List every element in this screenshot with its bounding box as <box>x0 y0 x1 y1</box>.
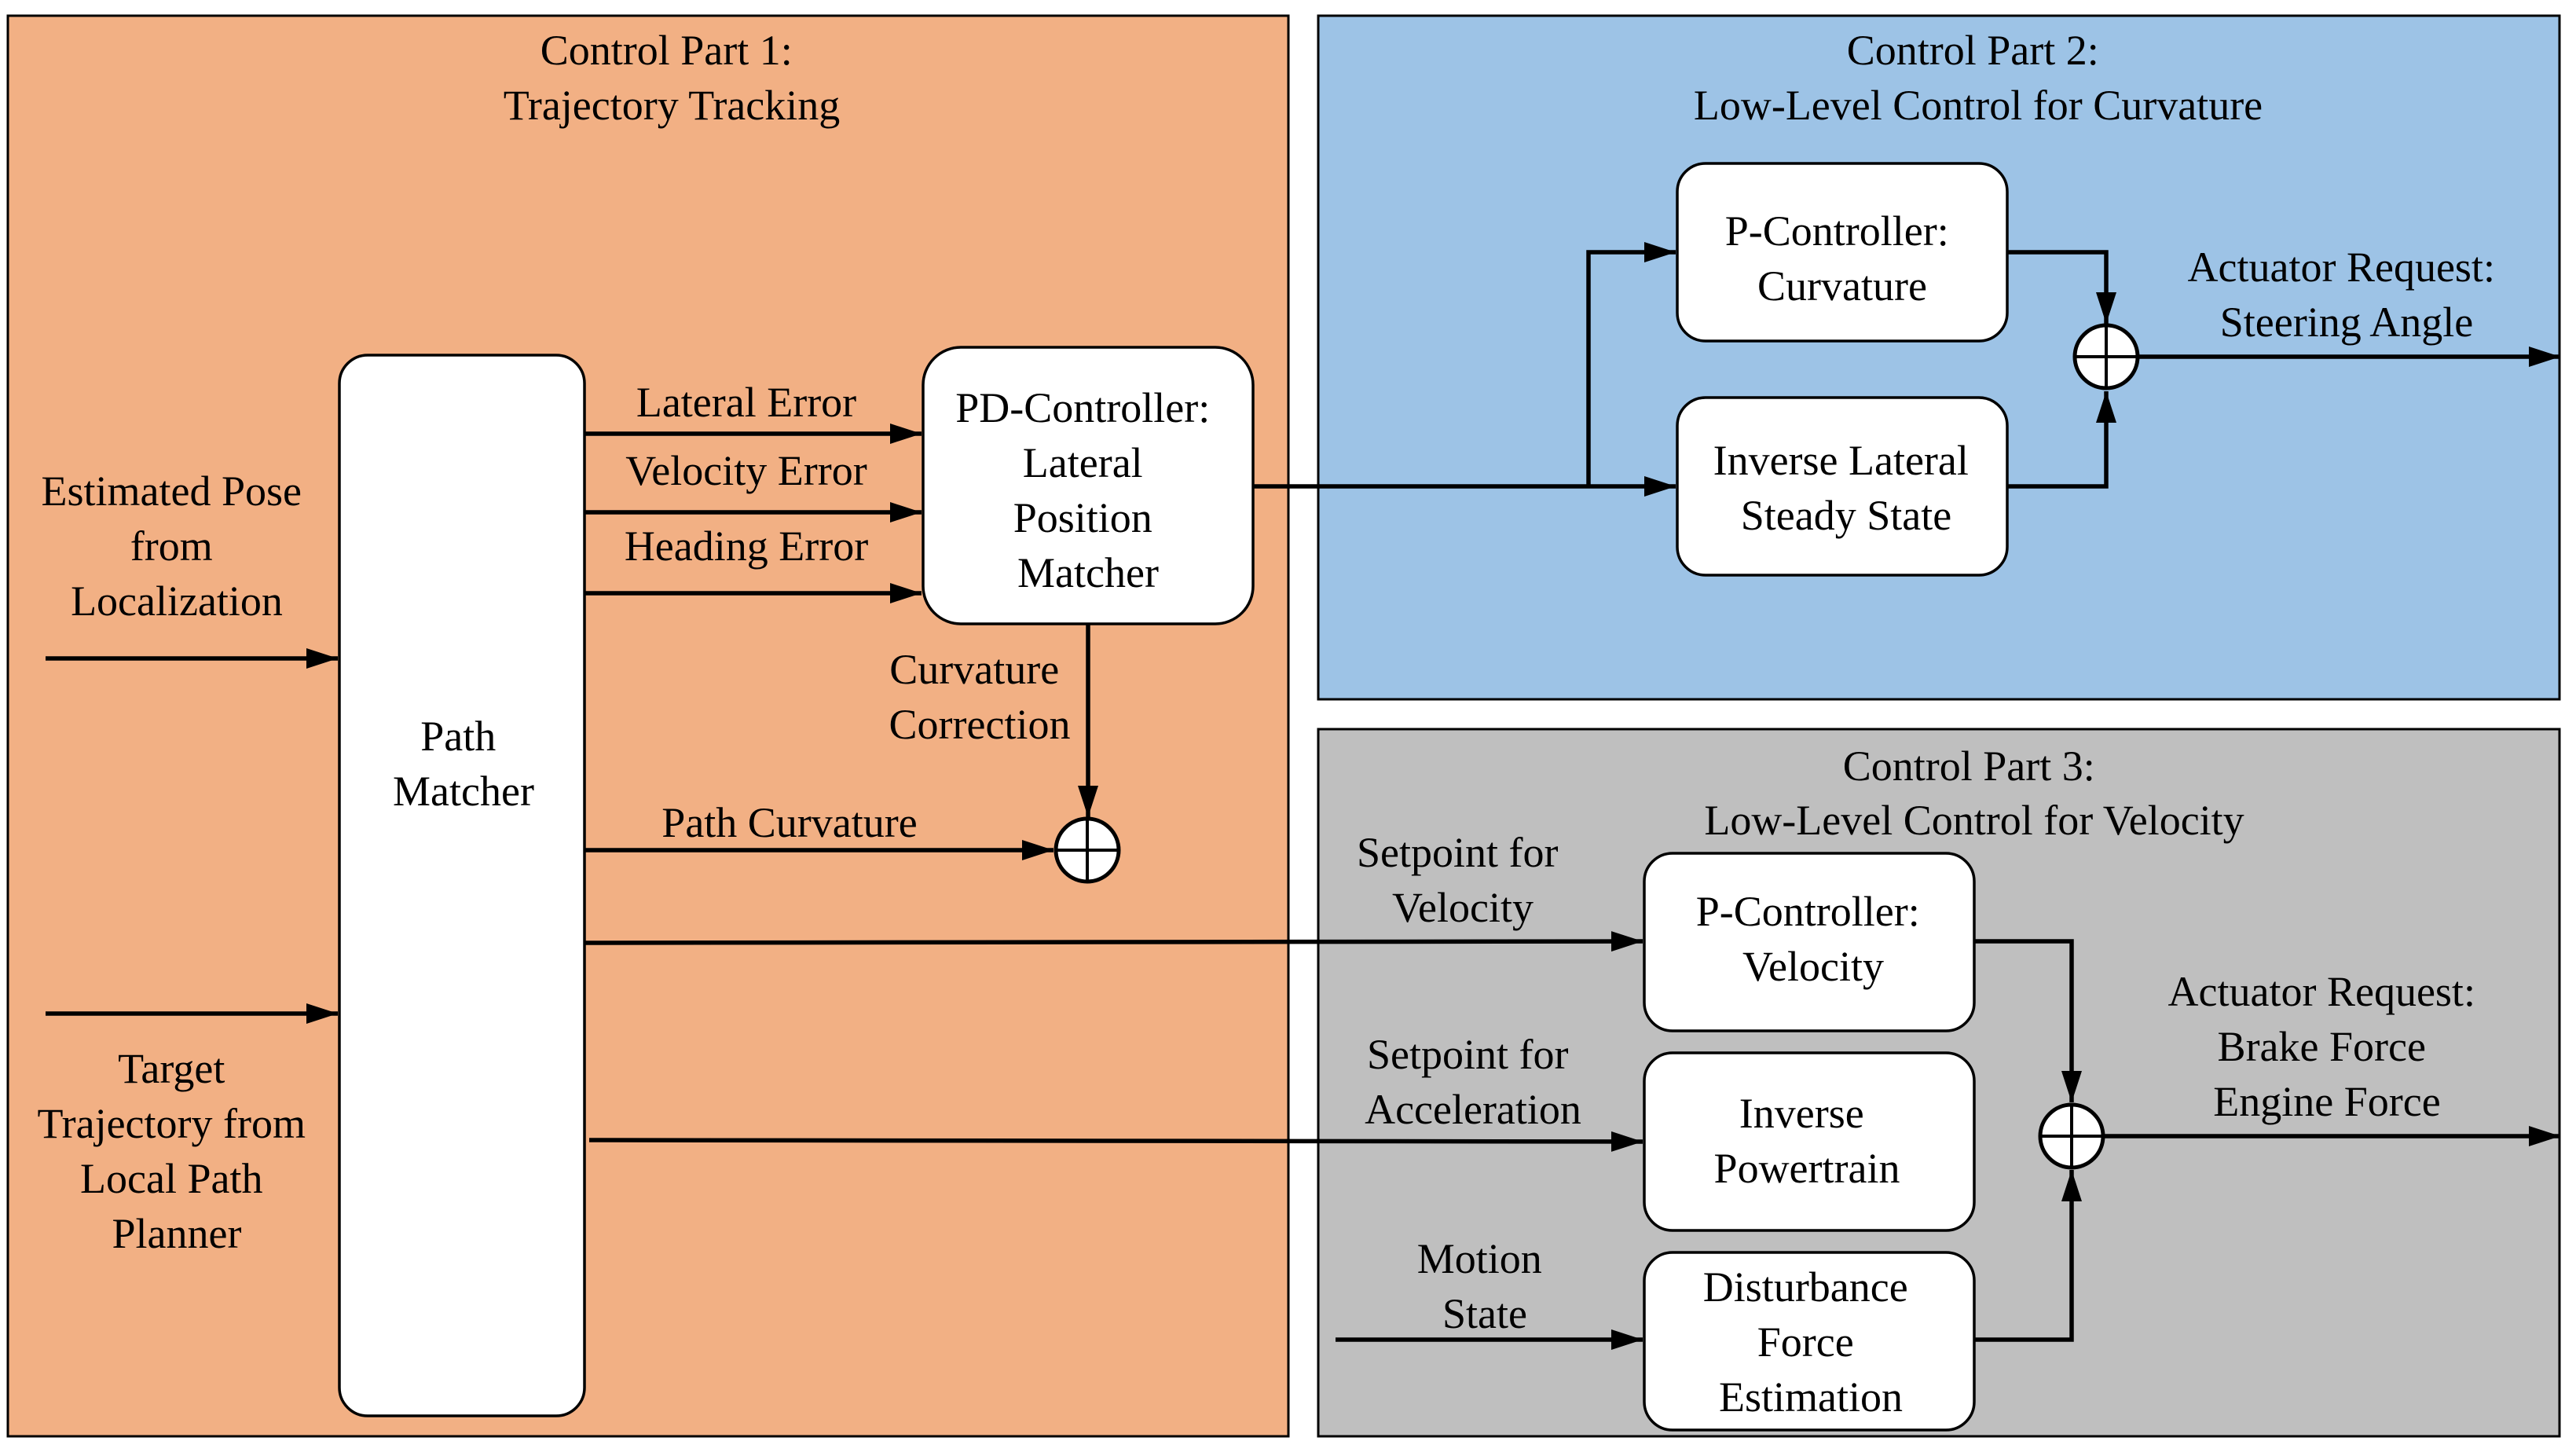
p-controller-velocity-block: P-Controller: Velocity <box>1643 852 1976 1032</box>
p-curvature-to-sum-wire <box>2007 250 2116 324</box>
inverse-lateral-block: Inverse Lateral Steady State <box>1676 396 2009 577</box>
setpoint-velocity-arrow <box>584 931 1643 952</box>
control-part-1-region <box>6 14 1290 1438</box>
p-controller-curvature-block: P-Controller: Curvature <box>1676 162 2009 343</box>
inverse-powertrain-label: Inverse Powertrain <box>1714 1090 1900 1192</box>
control-part-2-title: Control Part 2: Low-Level Control for Cu… <box>1694 27 2263 129</box>
branch-to-p-curvature-wire <box>1586 242 1676 486</box>
path-matcher-block: Path Matcher <box>338 354 586 1417</box>
force-sum-junction <box>2038 1102 2105 1170</box>
disturbance-to-sum-wire <box>1974 1170 2082 1342</box>
pd-controller-block: PD-Controller: Lateral Position Matcher <box>922 346 1255 625</box>
control-part-1-title: Control Part 1: Trajectory Tracking <box>504 27 841 129</box>
disturbance-force-label: Disturbance Force Estimation <box>1703 1263 1918 1421</box>
heading-error-label: Heading Error <box>625 522 868 570</box>
p-controller-curvature-label: P-Controller: Curvature <box>1725 207 1959 310</box>
inverse-lateral-label: Inverse Lateral Steady State <box>1713 437 1980 539</box>
steering-sum-junction <box>2072 323 2140 390</box>
path-curvature-label: Path Curvature <box>661 799 917 846</box>
setpoint-acceleration-arrow <box>588 1131 1643 1152</box>
p-velocity-to-sum-wire <box>1974 939 2082 1102</box>
disturbance-force-block: Disturbance Force Estimation <box>1643 1251 1976 1432</box>
control-part-3-title: Control Part 3: Low-Level Control for Ve… <box>1704 742 2244 844</box>
steering-output-label: Actuator Request: Steering Angle <box>2188 244 2506 346</box>
curvature-correction-label: Curvature Correction <box>889 646 1071 748</box>
curvature-sum-junction <box>1053 816 1121 884</box>
velocity-error-label: Velocity Error <box>625 447 867 494</box>
p-controller-velocity-label: P-Controller: Velocity <box>1696 888 1930 990</box>
force-output-label: Actuator Request: Brake Force Engine For… <box>2168 968 2486 1125</box>
setpoint-acceleration-label: Setpoint for Acceleration <box>1365 1031 1581 1133</box>
pd-controller-label: PD-Controller: Lateral Position Matcher <box>955 384 1220 596</box>
pose-input-label: Estimated Pose from Localization <box>42 468 313 625</box>
inverse-powertrain-block: Inverse Powertrain <box>1643 1051 1976 1232</box>
motion-state-label: Motion State <box>1417 1235 1553 1337</box>
trajectory-input-label: Target Trajectory from Local Path Planne… <box>38 1045 317 1257</box>
lateral-error-label: Lateral Error <box>636 379 856 426</box>
path-matcher-label: Path Matcher <box>393 713 534 815</box>
inverse-lateral-to-sum-wire <box>2007 391 2116 489</box>
setpoint-velocity-label: Setpoint for Velocity <box>1357 829 1569 931</box>
